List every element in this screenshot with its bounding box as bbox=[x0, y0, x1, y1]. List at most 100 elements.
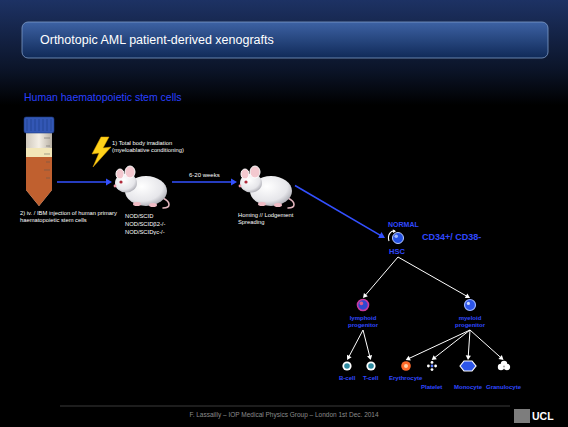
strain-text: NOD/SCIDγc-/- bbox=[125, 228, 185, 236]
caption-text: Homing // Lodgement Spreading bbox=[238, 212, 302, 226]
slide-title: Orthotopic AML patient-derived xenograft… bbox=[40, 33, 274, 47]
cell-label: Platelet bbox=[421, 384, 442, 391]
progenitor-cell: myeloid progenitor bbox=[450, 298, 490, 329]
arrow-line bbox=[363, 330, 370, 357]
cell-label: Granulocyte bbox=[486, 384, 521, 391]
cell-part bbox=[393, 233, 404, 244]
arrow-head bbox=[347, 355, 352, 360]
blood-tube bbox=[26, 132, 52, 206]
self-renewal-arrow bbox=[393, 229, 396, 233]
blood-tube bbox=[24, 117, 54, 133]
cell-icon bbox=[356, 298, 370, 312]
cell-part bbox=[343, 361, 352, 370]
arrow-line bbox=[57, 181, 107, 183]
cell-label: CD34+/ CD38- bbox=[422, 232, 481, 242]
cell-part bbox=[404, 364, 408, 368]
mouse-figure: Homing // Lodgement Spreading bbox=[238, 158, 294, 208]
cell-label: lymphoid progenitor bbox=[343, 315, 383, 329]
cell-part bbox=[366, 361, 375, 370]
step-note: 1) Total body irradiation (myeloablative… bbox=[112, 140, 196, 154]
cell-part bbox=[465, 300, 476, 311]
cell-myelo bbox=[465, 300, 476, 311]
cell-label: NORMAL bbox=[388, 221, 481, 228]
edge-label: 6-20 weeks bbox=[188, 172, 221, 179]
cell-label: HSC bbox=[389, 247, 481, 256]
arrow-line bbox=[349, 330, 363, 357]
cell-icon bbox=[426, 360, 438, 372]
cell-icon bbox=[400, 360, 412, 372]
label-holder: 6-20 weeks bbox=[188, 172, 221, 179]
cell-label: T-cell bbox=[363, 375, 378, 382]
cell-hsc bbox=[388, 229, 403, 243]
cell-icon bbox=[341, 360, 353, 372]
cell-label: myeloid progenitor bbox=[450, 315, 490, 329]
cell-row: CD34+/ CD38- bbox=[386, 228, 481, 245]
arrow-line bbox=[468, 330, 470, 356]
arrow-head bbox=[432, 355, 437, 360]
cell-gran bbox=[497, 361, 509, 370]
blood-cell: T-cell bbox=[363, 360, 378, 382]
cell-part bbox=[434, 365, 437, 368]
lightning-bolt bbox=[92, 137, 111, 167]
logo-text: UCL bbox=[532, 410, 554, 422]
blood-tube bbox=[44, 138, 50, 178]
lightning-bolt bbox=[92, 137, 111, 167]
footer-rule bbox=[60, 406, 510, 407]
blood-cell: Monocyte bbox=[454, 360, 482, 391]
caption-holder: 2) iv. / IBM injection of human primary … bbox=[20, 210, 118, 224]
arrow-head bbox=[106, 179, 112, 186]
cell-icon bbox=[463, 298, 477, 312]
cell-plt bbox=[427, 361, 437, 371]
logo-mark bbox=[514, 409, 530, 423]
arrow-head bbox=[466, 355, 471, 360]
cell-ery bbox=[401, 361, 411, 371]
blood-cell: Granulocyte bbox=[486, 360, 521, 391]
cell-part bbox=[394, 234, 398, 238]
stem-cell: NORMAL CD34+/ CD38- HSC bbox=[386, 221, 481, 256]
strain-text: NOD/SCIDβ2-/- bbox=[125, 220, 185, 228]
blood-tube bbox=[27, 119, 51, 131]
arrow-head bbox=[363, 293, 368, 298]
arrow-line bbox=[295, 186, 381, 236]
cell-icon bbox=[458, 360, 478, 372]
cell-part bbox=[368, 363, 374, 369]
cell-mono bbox=[460, 361, 476, 371]
cell-lymphocyte bbox=[366, 361, 375, 370]
arrow-line bbox=[365, 257, 398, 295]
arrow-line bbox=[398, 257, 467, 296]
arrow-head bbox=[498, 355, 503, 360]
footer-credit: F. Lassailly – IOP Medical Physics Group… bbox=[0, 411, 568, 418]
arrow-line bbox=[435, 330, 470, 358]
blood-cell: B-cell bbox=[339, 360, 355, 382]
caption-holder: Homing // Lodgement Spreading bbox=[238, 212, 302, 226]
flow-arrow bbox=[363, 257, 398, 298]
strain-text: NOD/SCID bbox=[125, 212, 185, 220]
blood-tube bbox=[26, 157, 52, 206]
blood-tube bbox=[24, 117, 54, 206]
cell-part bbox=[430, 368, 433, 371]
label-holder: UCL bbox=[532, 410, 554, 422]
cell-part bbox=[430, 365, 433, 368]
title-bar bbox=[22, 22, 548, 58]
arrow-line bbox=[409, 330, 470, 358]
blood-cell: Erythrocyte bbox=[389, 360, 422, 382]
cell-part bbox=[460, 361, 476, 371]
cell-part bbox=[360, 302, 364, 306]
arrow-head bbox=[465, 294, 470, 299]
cell-part bbox=[500, 361, 506, 367]
flow-arrow bbox=[470, 330, 504, 360]
cell-part bbox=[358, 300, 369, 311]
arrow-line bbox=[172, 181, 232, 183]
arrow-head bbox=[231, 179, 237, 186]
cell-lymph bbox=[358, 300, 369, 311]
cell-label: Monocyte bbox=[454, 384, 482, 391]
flow-arrow bbox=[398, 257, 470, 298]
caption-holder: NOD/SCIDNOD/SCIDβ2-/-NOD/SCIDγc-/- bbox=[125, 212, 185, 236]
arrow-head bbox=[367, 355, 372, 360]
flow-arrow bbox=[57, 179, 112, 186]
flow-arrow bbox=[466, 330, 471, 360]
cell-part bbox=[344, 363, 350, 369]
title-bar bbox=[22, 22, 548, 58]
arrow-head bbox=[406, 356, 411, 361]
footer-rule bbox=[60, 406, 510, 407]
